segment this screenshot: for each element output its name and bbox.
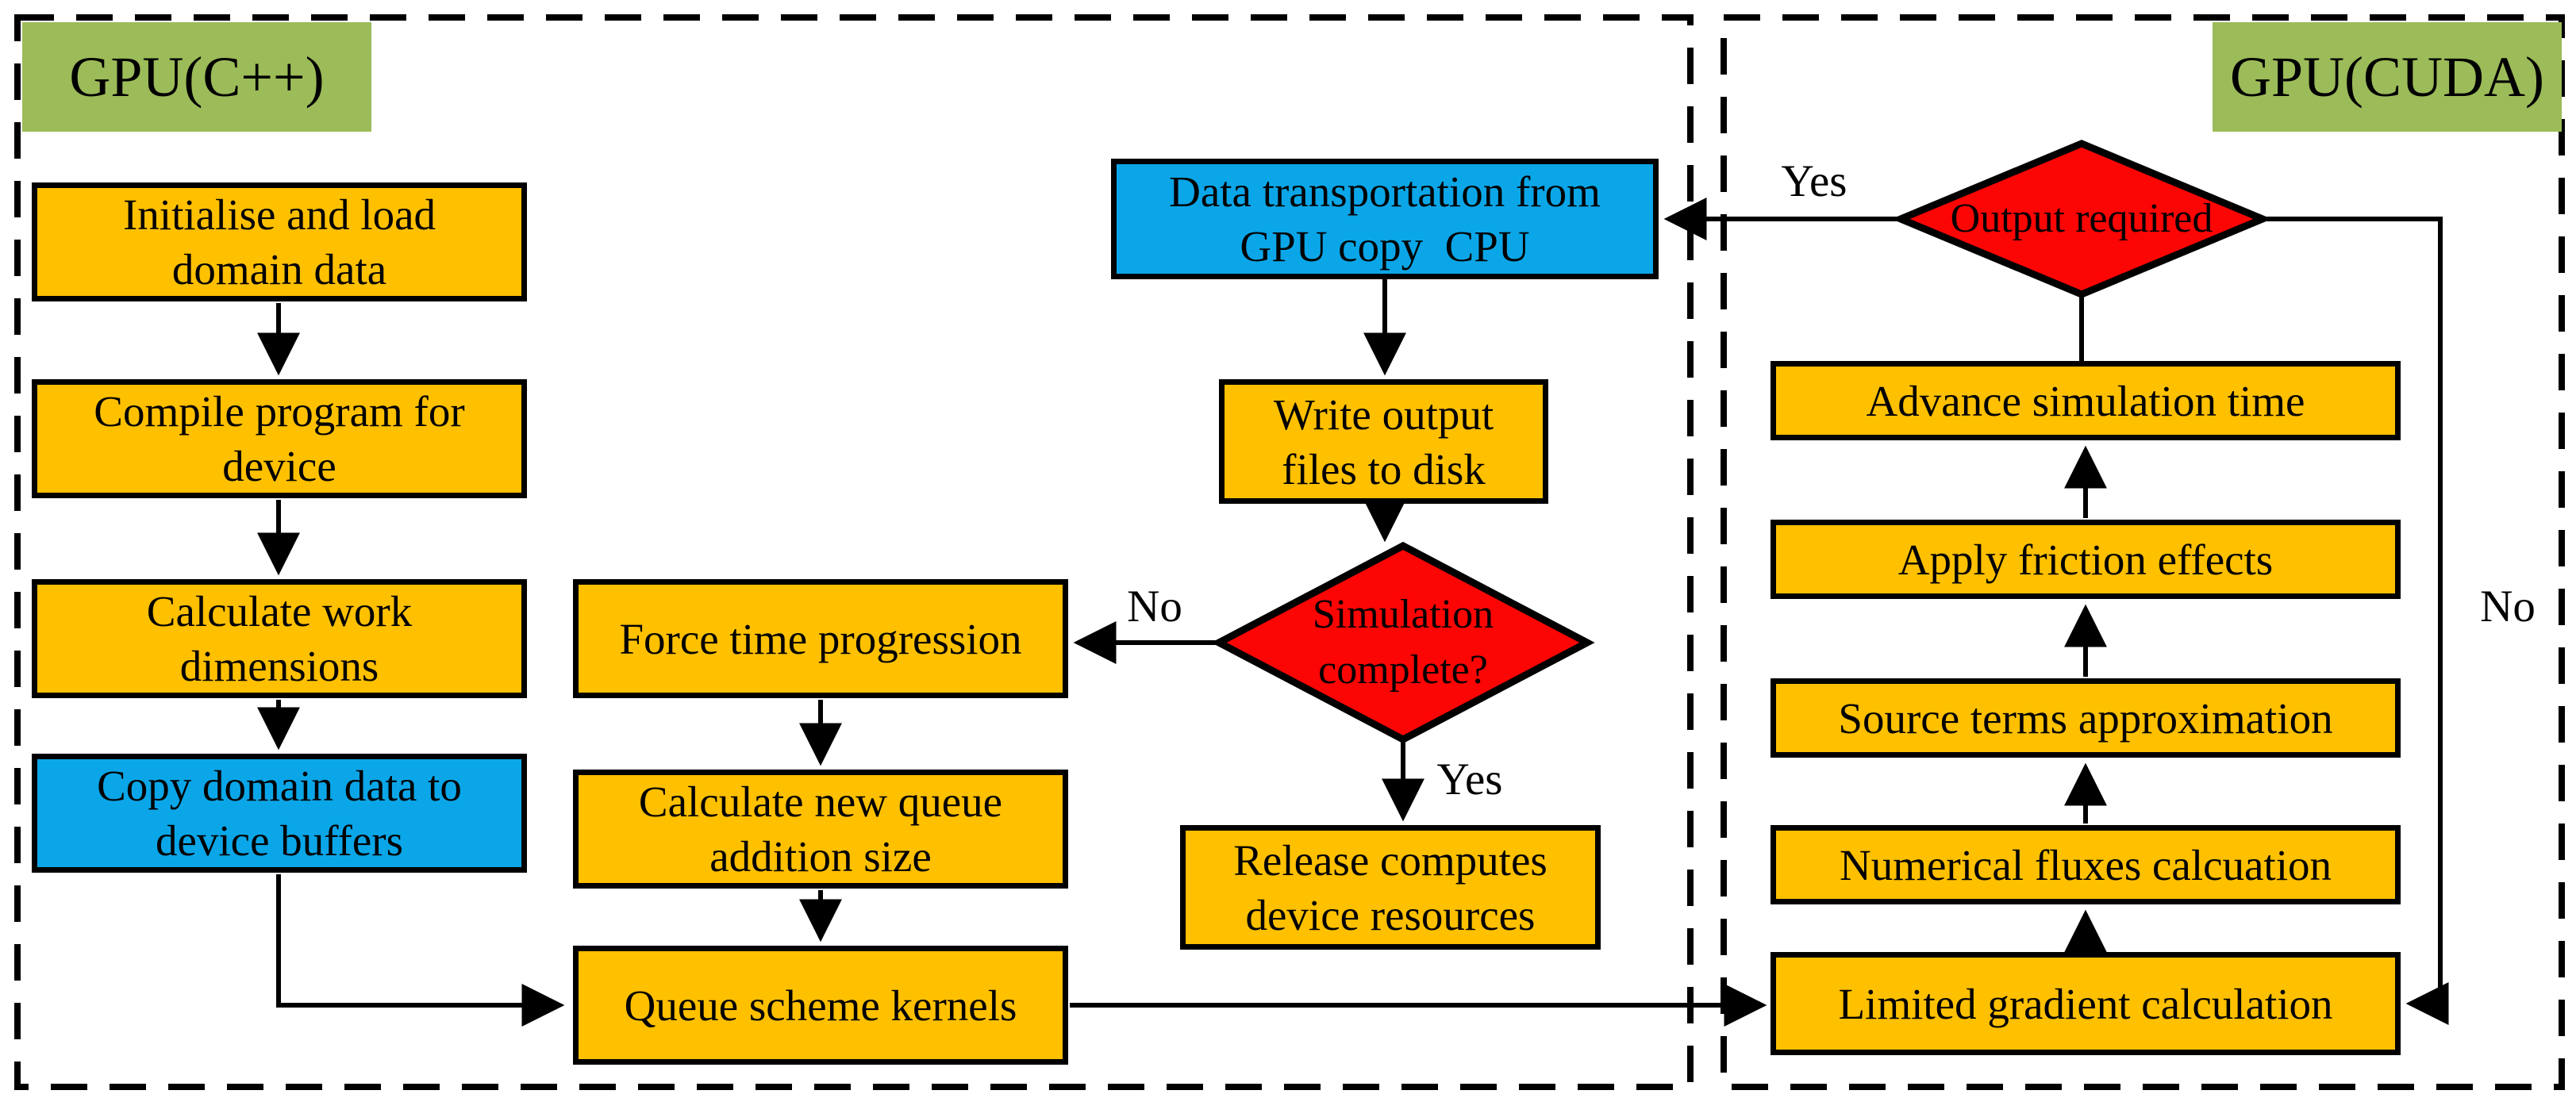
node-data-transportation: Data transportation from GPU copy CPU (1111, 159, 1659, 279)
diamond-simulation-complete (1211, 541, 1595, 744)
node-calculate-new-queue: Calculate new queue addition size (573, 770, 1068, 889)
edge-label-simulation-no: No (1127, 582, 1182, 632)
node-label: Calculate new queue (638, 777, 1003, 826)
node-label: Queue scheme kernels (624, 981, 1017, 1030)
node-label: device resources (1245, 890, 1536, 939)
diamond-output-required (1891, 140, 2272, 298)
node-queue-scheme-kernels: Queue scheme kernels (573, 946, 1068, 1065)
panel-title-gpu-cuda: GPU(CUDA) (2213, 22, 2562, 132)
node-copy-domain-data: Copy domain data to device buffers (32, 754, 527, 873)
node-label: Release computes (1233, 835, 1548, 885)
arrow-outputrequired-no-to-limitedgradient (2264, 217, 2449, 1025)
node-label: Copy domain data to (97, 762, 462, 810)
node-label: device buffers (155, 816, 404, 865)
node-label: Calculate work (146, 587, 413, 635)
node-label: Compile program for (94, 387, 465, 436)
node-advance-simulation-time: Advance simulation time (1771, 361, 2401, 440)
node-write-output-files: Write output files to disk (1219, 379, 1548, 504)
node-label: Data transportation from (1169, 167, 1601, 216)
edge-label-output-yes: Yes (1781, 156, 1847, 206)
node-apply-friction-effects: Apply friction effects (1771, 520, 2401, 599)
node-initialise-load-domain-data: Initialise and load domain data (32, 182, 527, 301)
node-calculate-work-dimensions: Calculate work dimensions (32, 579, 527, 698)
panel-title-gpu-cpp-label: GPU(C++) (69, 44, 325, 109)
node-release-device-resources: Release computes device resources (1180, 825, 1601, 950)
panel-title-gpu-cpp: GPU(C++) (22, 22, 371, 132)
node-label: addition size (709, 832, 932, 881)
node-label: Numerical fluxes calcuation (1839, 840, 2332, 889)
edge-label-output-no: No (2480, 582, 2536, 632)
node-label: Force time progression (619, 614, 1022, 663)
node-label: Advance simulation time (1866, 376, 2305, 425)
node-label: device (222, 442, 336, 490)
node-label: GPU copy CPU (1240, 222, 1530, 271)
node-label: Source terms approximation (1838, 693, 2333, 743)
arrow-copydomain-to-queuekernels (276, 874, 565, 1027)
node-label: dimensions (179, 642, 379, 690)
node-force-time-progression: Force time progression (573, 579, 1068, 698)
panel-border-gpu-cuda (1721, 14, 2565, 1090)
node-compile-program: Compile program for device (32, 379, 527, 498)
panel-title-gpu-cuda-label: GPU(CUDA) (2230, 44, 2544, 109)
edge-label-simulation-yes: Yes (1436, 754, 1503, 804)
node-label: Write output (1273, 390, 1494, 439)
panel-border-gpu-cpp (14, 14, 1694, 1090)
node-label: files to disk (1282, 444, 1486, 493)
node-source-terms-approximation: Source terms approximation (1771, 678, 2401, 758)
node-label: Apply friction effects (1897, 535, 2274, 584)
node-numerical-fluxes-calculation: Numerical fluxes calcuation (1771, 825, 2401, 904)
node-label: Limited gradient calculation (1838, 979, 2333, 1028)
node-label: Initialise and load (122, 190, 436, 239)
node-label: domain data (171, 245, 387, 294)
node-limited-gradient-calculation: Limited gradient calculation (1771, 952, 2401, 1055)
